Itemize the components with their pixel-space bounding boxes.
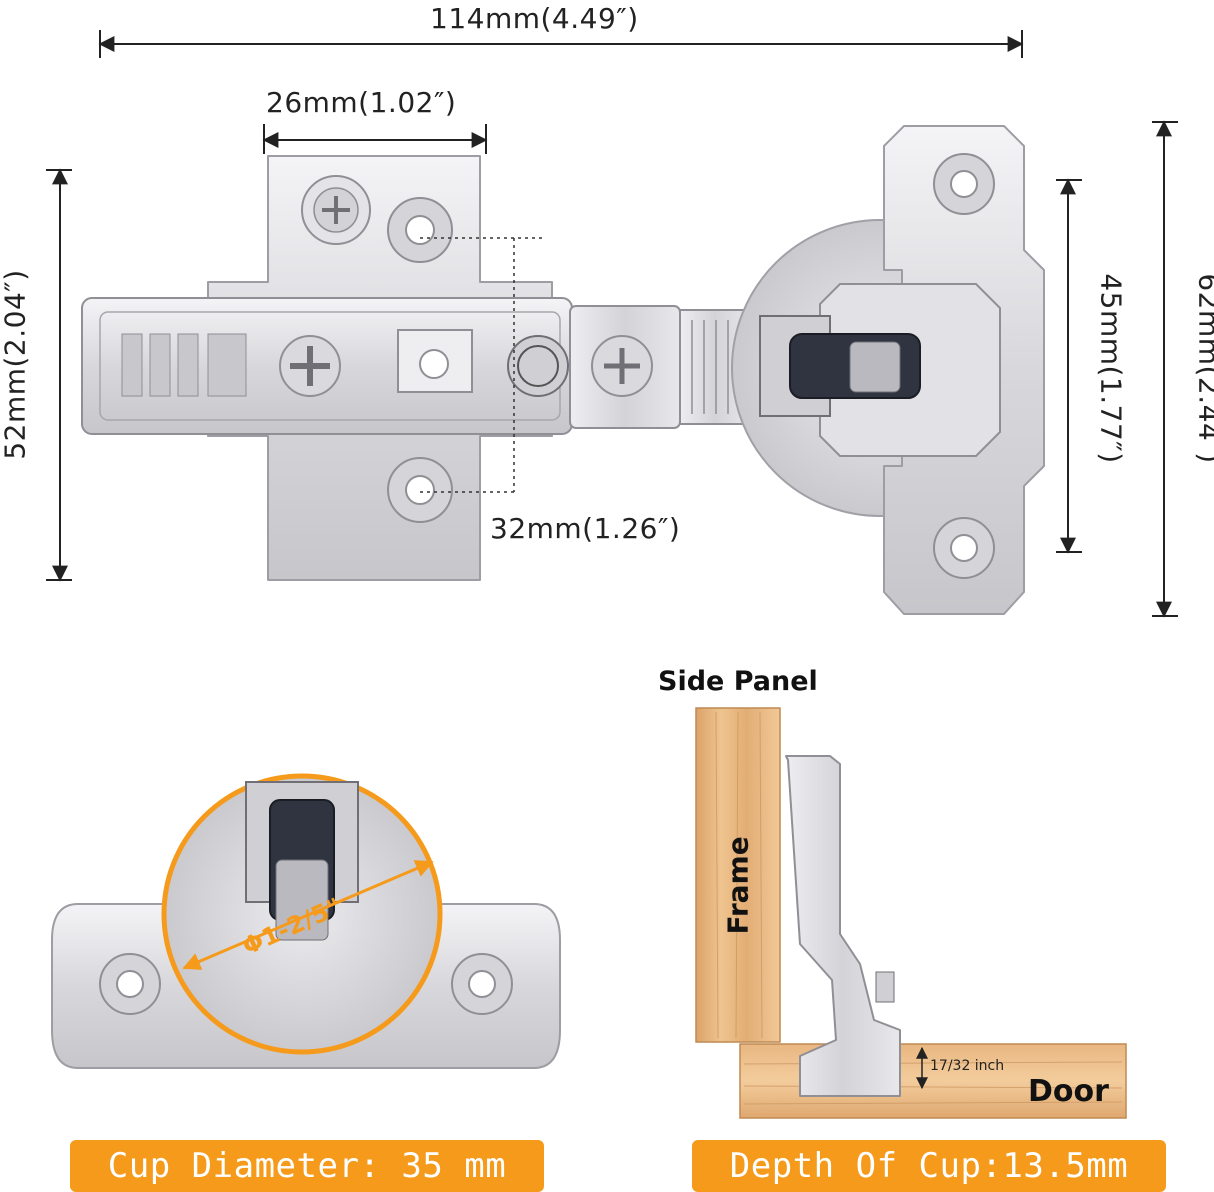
installation-diagram xyxy=(695,707,1127,1119)
dimension-lines xyxy=(46,30,1178,618)
cup-plate-holes-label: 45mm(1.77″) xyxy=(1094,273,1128,464)
frame-label: Frame xyxy=(721,836,755,935)
plate-height-label: 52mm(2.04″) xyxy=(0,269,32,460)
overall-length-label: 114mm(4.49″) xyxy=(430,2,639,35)
cup-detail xyxy=(51,773,561,1069)
hole-spacing-guides xyxy=(420,237,542,493)
cup-plate-height-label: 62mm(2.44″) xyxy=(1192,273,1214,464)
cup-diameter-banner: Cup Diameter: 35 mm xyxy=(70,1140,544,1192)
cup-mounting-plate xyxy=(731,125,1045,615)
hinge-arm xyxy=(81,297,751,435)
cup-depth-banner: Depth Of Cup:13.5mm xyxy=(692,1140,1166,1192)
side-panel-heading: Side Panel xyxy=(658,666,818,697)
door-label: Door xyxy=(1028,1074,1109,1109)
hole-spacing-label: 32mm(1.26″) xyxy=(490,512,681,545)
plate-width-label: 26mm(1.02″) xyxy=(266,86,457,119)
depth-annotation: 17/32 inch xyxy=(930,1058,1005,1074)
